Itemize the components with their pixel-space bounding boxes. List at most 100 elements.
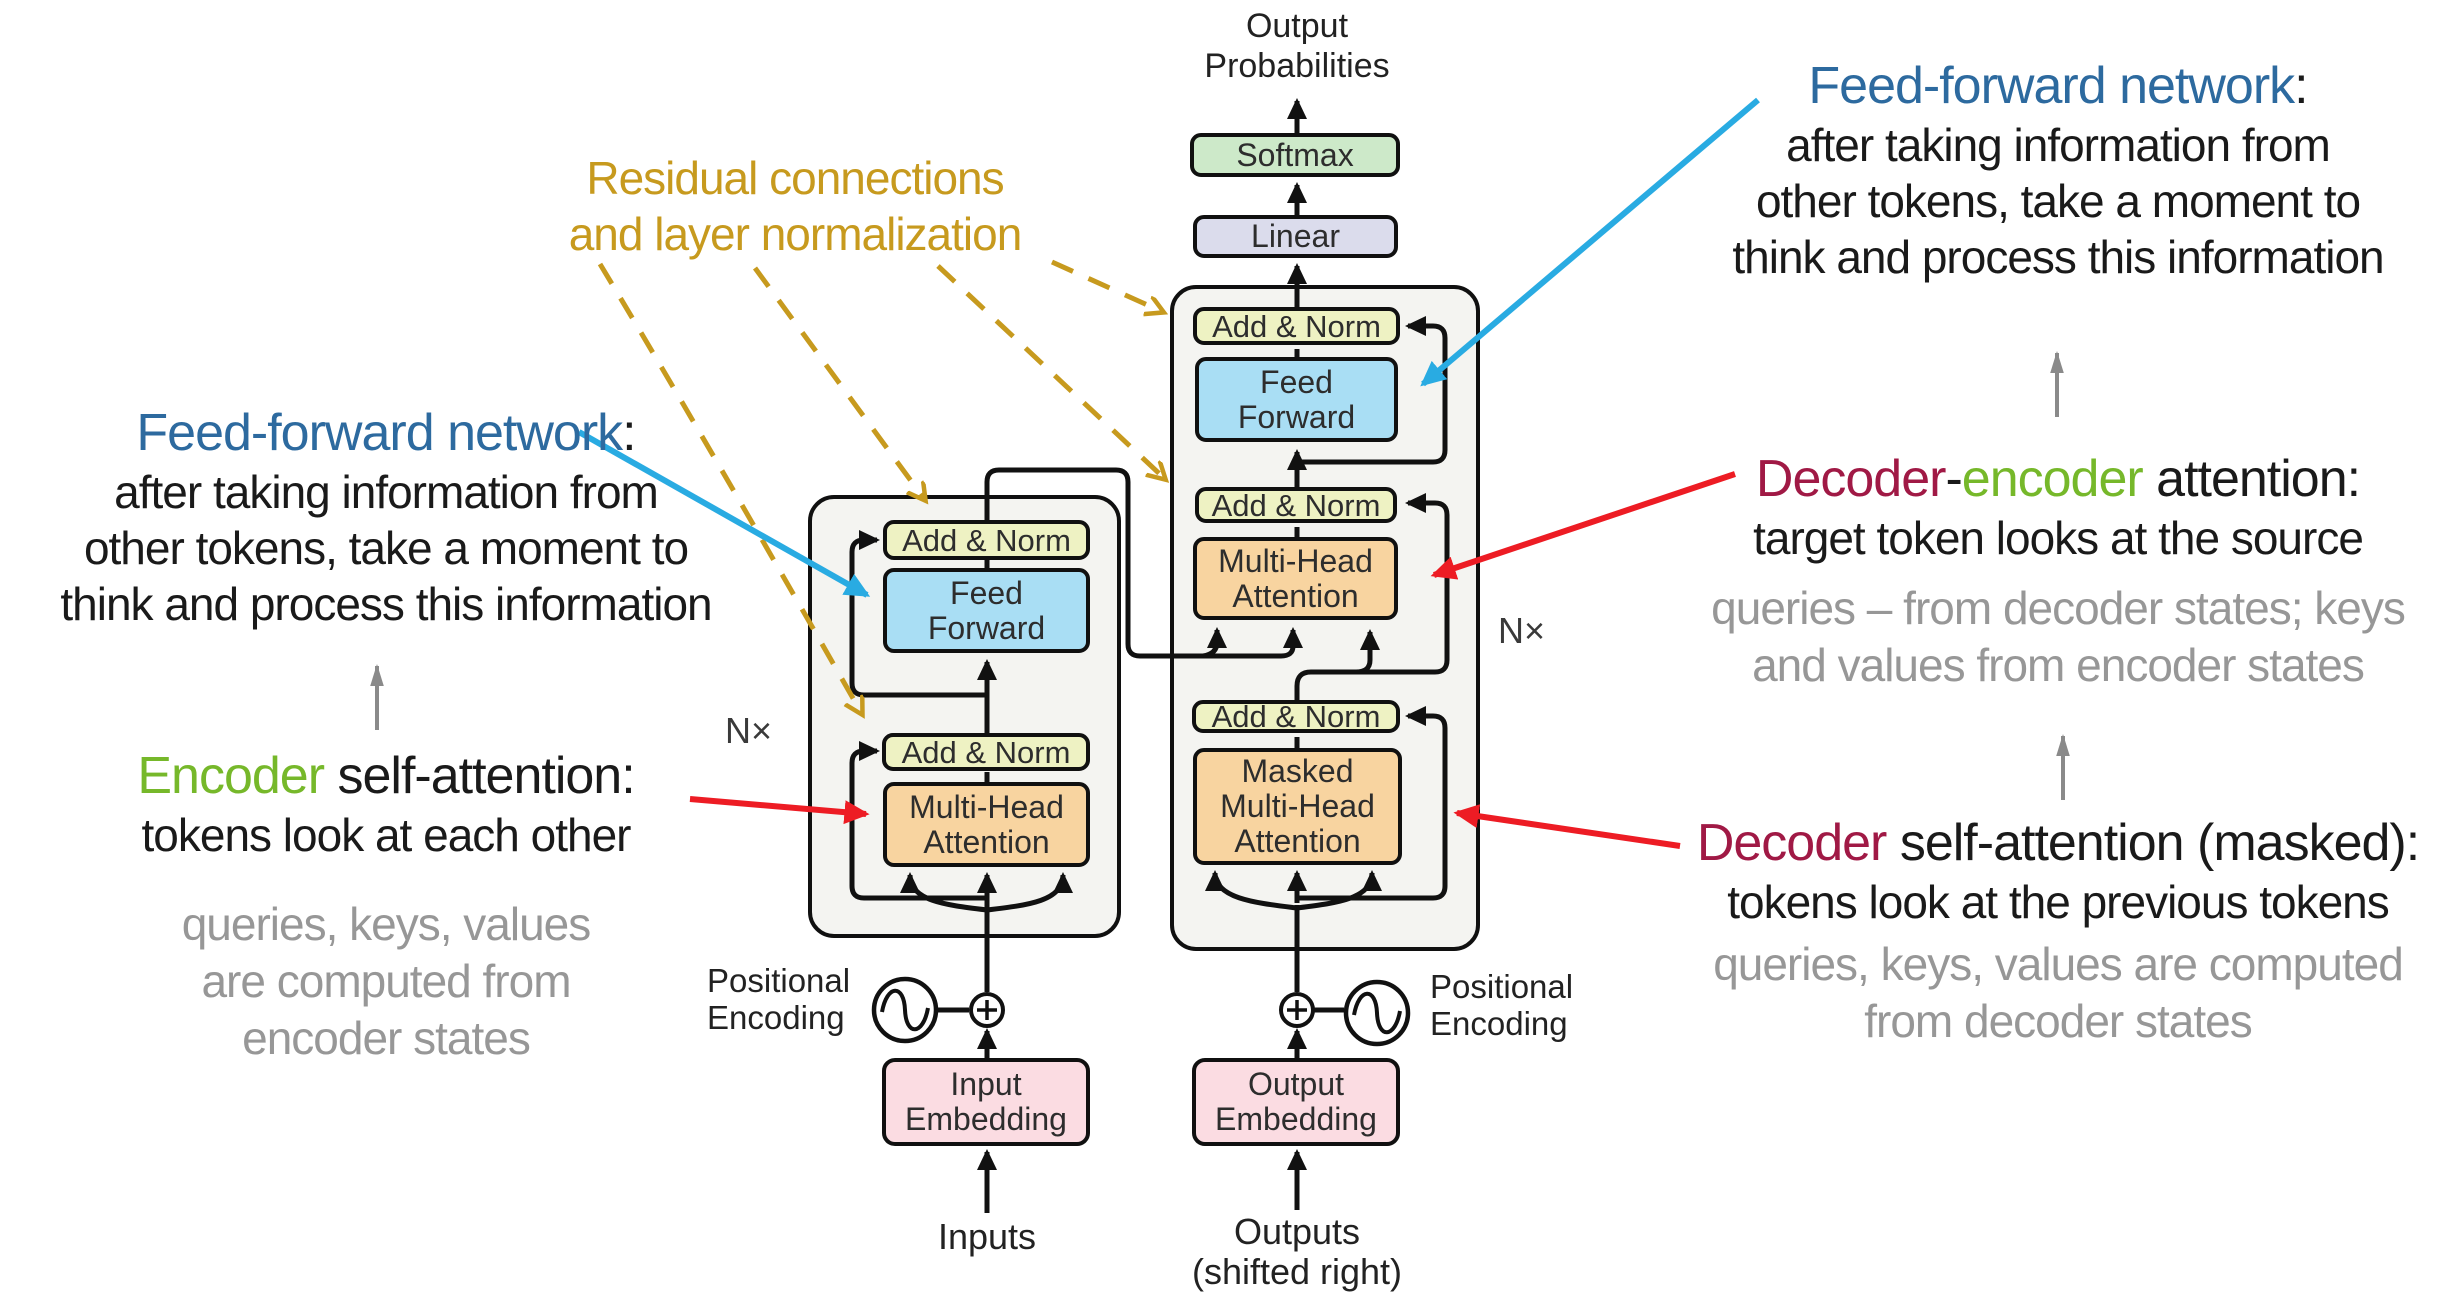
dec-sa-title-rest: self-attention (masked): [1886, 814, 2420, 872]
red-arrow-decoder-self-attention [1453, 804, 1681, 849]
ffn-right-title-text: Feed-forward network [1808, 57, 2295, 115]
box-label: Forward [927, 609, 1046, 646]
sine-wave-left-icon [880, 988, 930, 1032]
residual-note-line2: and layer normalization [568, 208, 1023, 260]
sine-wave-right-icon [1352, 991, 1402, 1035]
box-label: Linear [1251, 218, 1340, 254]
dec-sa-title: Decoder self-attention (masked): [1655, 812, 2461, 874]
output-embedding-box: Output Embedding [1192, 1058, 1400, 1146]
ffn-left-title-colon: : [622, 404, 636, 462]
outputs-line2: (shifted right) [1191, 1251, 1403, 1292]
outputs-line1: Outputs [1233, 1211, 1361, 1252]
ffn-right-line2: other tokens, take a moment to [1755, 175, 2361, 227]
box-label: Embedding [905, 1101, 1067, 1137]
encoder-multi-head-attention-box: Multi-Head Attention [883, 782, 1090, 867]
dec-enc-qkv-line2: and values from encoder states [1752, 639, 2365, 691]
encoder-qkv-line1: queries, keys, values [181, 898, 592, 950]
dec-sa-qkv-line2: from decoder states [1864, 995, 2253, 1047]
gray-up-arrows [370, 351, 2070, 800]
ffn-left-title-text: Feed-forward network [136, 404, 623, 462]
red-annotation-arrows [689, 471, 1736, 849]
dashed-arrow-encoder-top-addnorm [752, 266, 925, 500]
softmax-box: Softmax [1190, 133, 1400, 177]
box-label: Multi-Head [1220, 788, 1375, 824]
residual-connections-note: Residual connections and layer normaliza… [495, 150, 1095, 262]
positional-encoding-left-label: Positional Encoding [707, 962, 857, 1036]
decoder-self-attention-annotation: Decoder self-attention (masked): tokens … [1655, 812, 2461, 1050]
dashed-arrow-encoder-bottom-addnorm [597, 262, 862, 714]
dec-sa-qkv-line1: queries, keys, values are computed [1713, 938, 2404, 990]
positional-line2: Encoding [1430, 1005, 1568, 1042]
encoder-self-attention-annotation: Encoder self-attention: tokens look at e… [0, 745, 772, 863]
dec-enc-title: Decoder-encoder attention: [1655, 448, 2461, 510]
dec-sa-title-word: Decoder [1696, 814, 1888, 872]
dec-sa-line: tokens look at the previous tokens [1727, 876, 2390, 928]
red-arrow-decoder-encoder-attention [1430, 471, 1736, 580]
residual-dashed-arrows [597, 259, 1165, 714]
box-label: Attention [1234, 823, 1361, 859]
encoder-mha-input-right [986, 872, 1073, 913]
decoder-residual-cross [1340, 493, 1450, 675]
box-label: Attention [923, 823, 1050, 860]
box-label: Masked [1241, 753, 1354, 789]
box-label: Add & Norm [1212, 308, 1381, 344]
blue-arrow-ffn-right [1420, 97, 1760, 387]
box-label: Multi-Head [1218, 542, 1373, 579]
box-label: Input [950, 1066, 1022, 1102]
encoder-qkv-line2: are computed from [201, 955, 571, 1007]
masked-mha-input-right [1296, 870, 1382, 911]
dec-enc-title-decoder: Decoder [1755, 450, 1947, 508]
dec-enc-line: target token looks at the source [1753, 512, 2364, 564]
masked-multi-head-attention-box: Masked Multi-Head Attention [1193, 748, 1402, 865]
ffn-right-line1: after taking information from [1786, 119, 2331, 171]
plus-sign-right [1287, 1000, 1307, 1020]
encoder-to-decoder-branch [1202, 626, 1227, 659]
box-label: Multi-Head [909, 788, 1064, 825]
encoder-sa-title-rest: self-attention: [324, 747, 635, 805]
dec-enc-title-dash: - [1945, 450, 1962, 508]
box-label: Softmax [1236, 136, 1354, 173]
inputs-label: Inputs [937, 1216, 1037, 1257]
decoder-query-path [1294, 628, 1380, 700]
positional-encoding-symbols [871, 976, 1411, 1047]
decoder-residual-ff [1297, 316, 1448, 465]
encoder-qkv-note: queries, keys, values are computed from … [0, 896, 772, 1067]
red-arrow-encoder-self-attention [689, 796, 870, 825]
dashed-arrow-decoder-mid-addnorm [936, 264, 1165, 479]
positional-line1: Positional [707, 962, 851, 999]
encoder-feed-forward-box: Feed Forward [883, 568, 1090, 653]
blue-arrow-ffn-left [577, 429, 871, 598]
positional-line1: Positional [1430, 968, 1574, 1005]
encoder-residual-bottom [849, 741, 987, 901]
n-times-encoder-label: N× [724, 710, 772, 751]
ffn-right-title-colon: : [2294, 57, 2308, 115]
box-label: Add & Norm [1211, 487, 1381, 523]
box-label: Attention [1232, 577, 1359, 614]
output-probabilities-line1: Output [1245, 7, 1349, 45]
box-label: Feed [1260, 363, 1333, 400]
linear-box: Linear [1193, 215, 1398, 258]
box-label: Feed [950, 574, 1023, 611]
outputs-label: Outputs (shifted right) [1147, 1212, 1447, 1292]
encoder-sa-line: tokens look at each other [141, 809, 632, 861]
decoder-multi-head-attention-box: Multi-Head Attention [1193, 537, 1398, 620]
decoder-add-norm-middle-box: Add & Norm [1195, 487, 1397, 523]
output-probabilities-label: Output Probabilities [1147, 6, 1447, 86]
ffn-left-title: Feed-forward network: [0, 402, 772, 464]
masked-mha-input-left [1205, 870, 1298, 911]
box-label: Add & Norm [901, 734, 1071, 770]
output-probabilities-line2: Probabilities [1204, 47, 1390, 85]
dec-enc-title-encoder: encoder [1961, 450, 2144, 508]
dec-enc-title-rest: attention: [2142, 450, 2361, 508]
ffn-left-line1: after taking information from [114, 466, 659, 518]
box-label: Add & Norm [902, 522, 1071, 558]
box-label: Output [1247, 1066, 1345, 1102]
box-label: Embedding [1215, 1101, 1377, 1137]
positional-encoding-right-label: Positional Encoding [1430, 968, 1590, 1042]
ffn-right-title: Feed-forward network: [1655, 55, 2461, 117]
decoder-feed-forward-box: Feed Forward [1195, 357, 1398, 442]
encoder-mha-input-left [900, 872, 988, 913]
decoder-residual-masked [1297, 706, 1448, 901]
ffn-right-line3: think and process this information [1732, 231, 2384, 283]
